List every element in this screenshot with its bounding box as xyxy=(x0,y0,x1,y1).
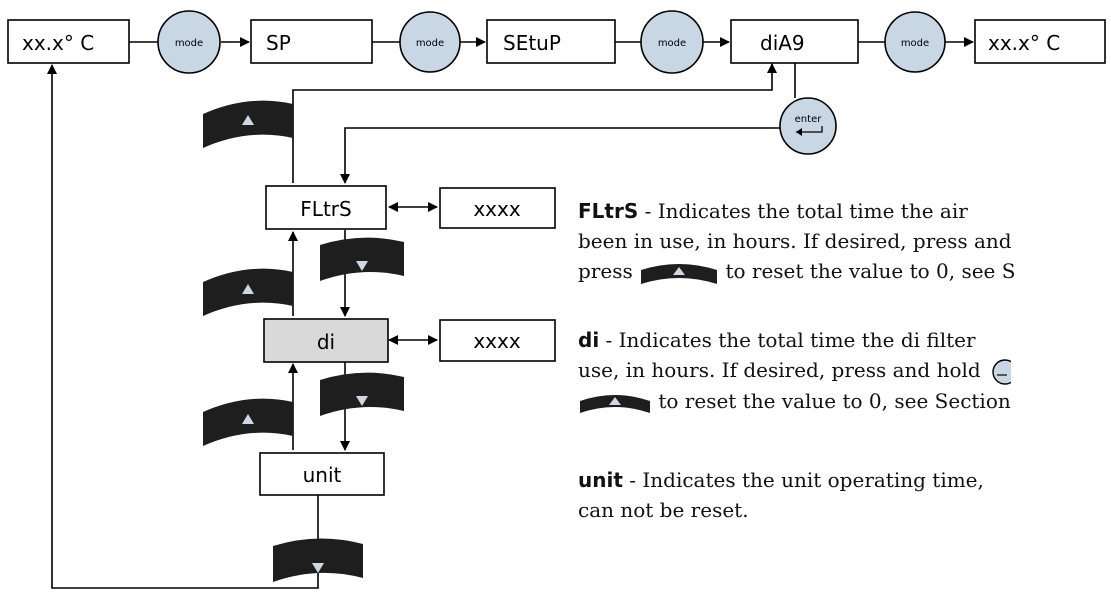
fltrs-line3-pre-text: press xyxy=(578,259,640,283)
unit-keyword: unit xyxy=(578,468,623,492)
di-keyword: di xyxy=(578,328,600,352)
return-loop-arrow xyxy=(47,64,319,589)
up-arrow-icon xyxy=(242,115,254,125)
setup-display-text: SEtuP xyxy=(503,31,561,55)
enter-button-label: enter xyxy=(795,114,823,125)
unit-line1-text: - Indicates the unit operating time, xyxy=(622,468,984,492)
down-arrow-icon xyxy=(356,396,368,406)
enter-button[interactable]: enter xyxy=(779,97,837,155)
down-arrow-key[interactable] xyxy=(320,372,404,416)
di-description-line2: use, in hours. If desired, press and hol… xyxy=(578,355,1111,386)
up-arrow-key[interactable] xyxy=(203,268,293,316)
mode-button-label: mode xyxy=(175,38,203,49)
di-line1-text: - Indicates the total time the di filter xyxy=(599,328,976,352)
mode-button-label: mode xyxy=(901,38,929,49)
temperature-display-start: xx.x° C xyxy=(7,19,130,64)
temperature-display-start-text: xx.x° C xyxy=(22,31,94,55)
fltrs-description-line1: FLtrS - Indicates the total time the air xyxy=(578,196,1111,226)
fltrs-line3-post-text: to reset the value to 0, see S xyxy=(719,259,1016,283)
enter-return-icon xyxy=(796,126,823,133)
mode-button[interactable]: mode xyxy=(399,11,461,73)
up-arrow-icon xyxy=(242,414,254,424)
fltrs-value-box: xxxx xyxy=(439,187,556,229)
down-arrow-key[interactable] xyxy=(320,237,404,281)
fltrs-value-text: xxxx xyxy=(473,197,521,221)
down-arrow-icon xyxy=(312,563,324,573)
unit-description-line1: unit - Indicates the unit operating time… xyxy=(578,465,1111,495)
down-arrow-key[interactable] xyxy=(273,538,363,582)
di-description-line1: di - Indicates the total time the di fil… xyxy=(578,325,1111,355)
fltrs-line1-text: - Indicates the total time the air xyxy=(638,199,968,223)
di-line2-text: use, in hours. If desired, press and hol… xyxy=(578,358,988,382)
up-arrow-key-icon xyxy=(580,395,650,413)
enter-return-arrowhead xyxy=(796,128,802,136)
sp-display-text: SP xyxy=(266,31,291,55)
diagnostics-display: diA9 xyxy=(730,19,859,64)
mode-button-label: mode xyxy=(658,38,686,49)
enter-to-fltrs-arrow xyxy=(340,127,781,184)
fltrs-description-line3: press to reset the value to 0, see S xyxy=(578,256,1111,286)
di-value-text: xxxx xyxy=(473,329,521,353)
unit-menu-text: unit xyxy=(303,463,342,487)
up-arrow-icon xyxy=(242,284,254,294)
di-menu-item-selected: di xyxy=(263,318,389,363)
setup-display: SEtuP xyxy=(486,19,616,64)
temperature-display-end: xx.x° C xyxy=(974,19,1106,64)
fltrs-up-to-diag-arrow xyxy=(292,63,777,183)
fltrs-line2-text: been in use, in hours. If desired, press… xyxy=(578,229,1012,253)
down-arrow-icon xyxy=(356,261,368,271)
di-menu-text: di xyxy=(317,330,335,354)
mode-button[interactable]: mode xyxy=(640,10,704,74)
unit-line2-text: can not be reset. xyxy=(578,498,749,522)
enter-key-icon xyxy=(992,358,1012,385)
up-arrow-key-icon xyxy=(641,263,718,284)
temperature-display-end-text: xx.x° C xyxy=(988,31,1060,55)
fltrs-keyword: FLtrS xyxy=(578,199,639,223)
fltrs-menu-item: FLtrS xyxy=(265,185,387,230)
unit-menu-item: unit xyxy=(259,452,385,496)
di-description-line3: to reset the value to 0, see Section xyxy=(578,386,1111,416)
up-arrow-key[interactable] xyxy=(203,398,293,446)
fltrs-menu-text: FLtrS xyxy=(300,197,351,221)
mode-button-label: mode xyxy=(416,38,444,49)
diagnostics-display-text: diA9 xyxy=(760,31,805,55)
up-arrow-key[interactable] xyxy=(203,100,293,148)
unit-description: unit - Indicates the unit operating time… xyxy=(578,465,1111,525)
mode-button[interactable]: mode xyxy=(157,10,221,74)
di-description: di - Indicates the total time the di fil… xyxy=(578,325,1111,416)
sp-display: SP xyxy=(250,19,373,64)
di-value-box: xxxx xyxy=(439,319,556,362)
mode-button[interactable]: mode xyxy=(884,11,946,73)
fltrs-description: FLtrS - Indicates the total time the air… xyxy=(578,196,1111,286)
di-line3-post-text: to reset the value to 0, see Section xyxy=(652,388,1011,413)
